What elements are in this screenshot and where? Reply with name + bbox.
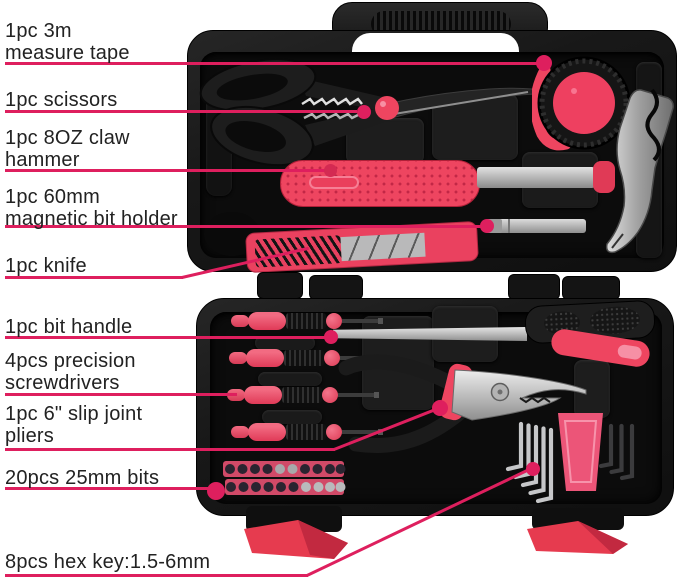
measure-tape bbox=[532, 56, 631, 151]
leader-dot-claw-hammer bbox=[324, 164, 337, 177]
callout-bit-holder: 1pc 60mm magnetic bit holder bbox=[5, 186, 178, 230]
leader-dot-hex-keys bbox=[526, 462, 540, 476]
callout-bits: 20pcs 25mm bits bbox=[5, 467, 160, 489]
leader-line-claw-hammer bbox=[5, 169, 327, 172]
hinge-tab bbox=[309, 275, 363, 300]
hex-keys-dark bbox=[598, 423, 635, 481]
leader-line-bits bbox=[5, 487, 211, 490]
hammer-collar bbox=[593, 161, 615, 193]
scissors bbox=[199, 58, 535, 167]
leader-dot-measure-tape bbox=[536, 55, 552, 71]
hex-key-set bbox=[505, 413, 635, 504]
slip-joint-pliers bbox=[338, 354, 587, 454]
callout-knife: 1pc knife bbox=[5, 255, 87, 277]
leader-line-scissors bbox=[5, 110, 357, 113]
pliers-teeth bbox=[519, 396, 551, 404]
leader-dot-bit-holder bbox=[480, 219, 494, 233]
tape-strap bbox=[532, 64, 572, 151]
callout-hex-keys: 8pcs hex key:1.5-6mm bbox=[5, 551, 211, 573]
leader-line-precision-screwdrivers bbox=[5, 393, 237, 396]
bit-holder bbox=[486, 219, 586, 233]
lanyard-cord bbox=[645, 88, 661, 162]
hammer-head bbox=[605, 88, 674, 254]
bit-row-2 bbox=[226, 482, 346, 492]
hammer-shaft bbox=[477, 167, 595, 188]
leader-line-measure-tape bbox=[5, 62, 543, 65]
callout-measure-tape: 1pc 3m measure tape bbox=[5, 20, 130, 64]
leader-line-slip-joint-pliers bbox=[5, 448, 335, 451]
scissors-pivot bbox=[375, 96, 399, 120]
callout-scissors: 1pc scissors bbox=[5, 89, 118, 111]
callout-precision-screwdrivers: 4pcs precision screwdrivers bbox=[5, 350, 136, 394]
hinge-tab bbox=[257, 272, 303, 299]
precision-screwdriver-3 bbox=[227, 386, 383, 404]
case-foot bbox=[532, 508, 624, 530]
pliers-handle bbox=[348, 406, 466, 454]
scissors-serration bbox=[301, 97, 363, 106]
case-latches bbox=[244, 506, 628, 559]
precision-screwdriver-1 bbox=[231, 312, 387, 330]
leader-line-bit-handle bbox=[5, 336, 327, 339]
latch-right bbox=[527, 521, 628, 554]
leader-line-bit-holder bbox=[5, 225, 483, 228]
callout-slip-joint-pliers: 1pc 6" slip joint pliers bbox=[5, 403, 143, 447]
hammer-grip bbox=[280, 160, 480, 207]
bit-handle-shaft bbox=[333, 327, 527, 341]
tray-block bbox=[255, 336, 315, 350]
leader-dot-bit-handle bbox=[324, 330, 338, 344]
hinge-tab bbox=[508, 274, 560, 300]
leader-dot-slip-joint-pliers bbox=[432, 400, 448, 416]
bits-set bbox=[223, 461, 346, 495]
callout-claw-hammer: 1pc 8OZ claw hammer bbox=[5, 127, 130, 171]
bit-row-1 bbox=[225, 464, 346, 474]
callout-bit-handle: 1pc bit handle bbox=[5, 316, 133, 338]
pliers-jaws bbox=[451, 369, 587, 421]
leader-line-hex-keys bbox=[5, 574, 308, 577]
tray-block bbox=[258, 372, 322, 386]
tray-block bbox=[262, 410, 322, 424]
leader-dot-scissors bbox=[357, 105, 371, 119]
leader-line-knife bbox=[5, 276, 183, 279]
hinge-tab bbox=[562, 276, 620, 300]
leader-dot-bits bbox=[207, 482, 225, 500]
pliers-handle bbox=[338, 354, 460, 392]
knife-blade bbox=[340, 232, 426, 262]
